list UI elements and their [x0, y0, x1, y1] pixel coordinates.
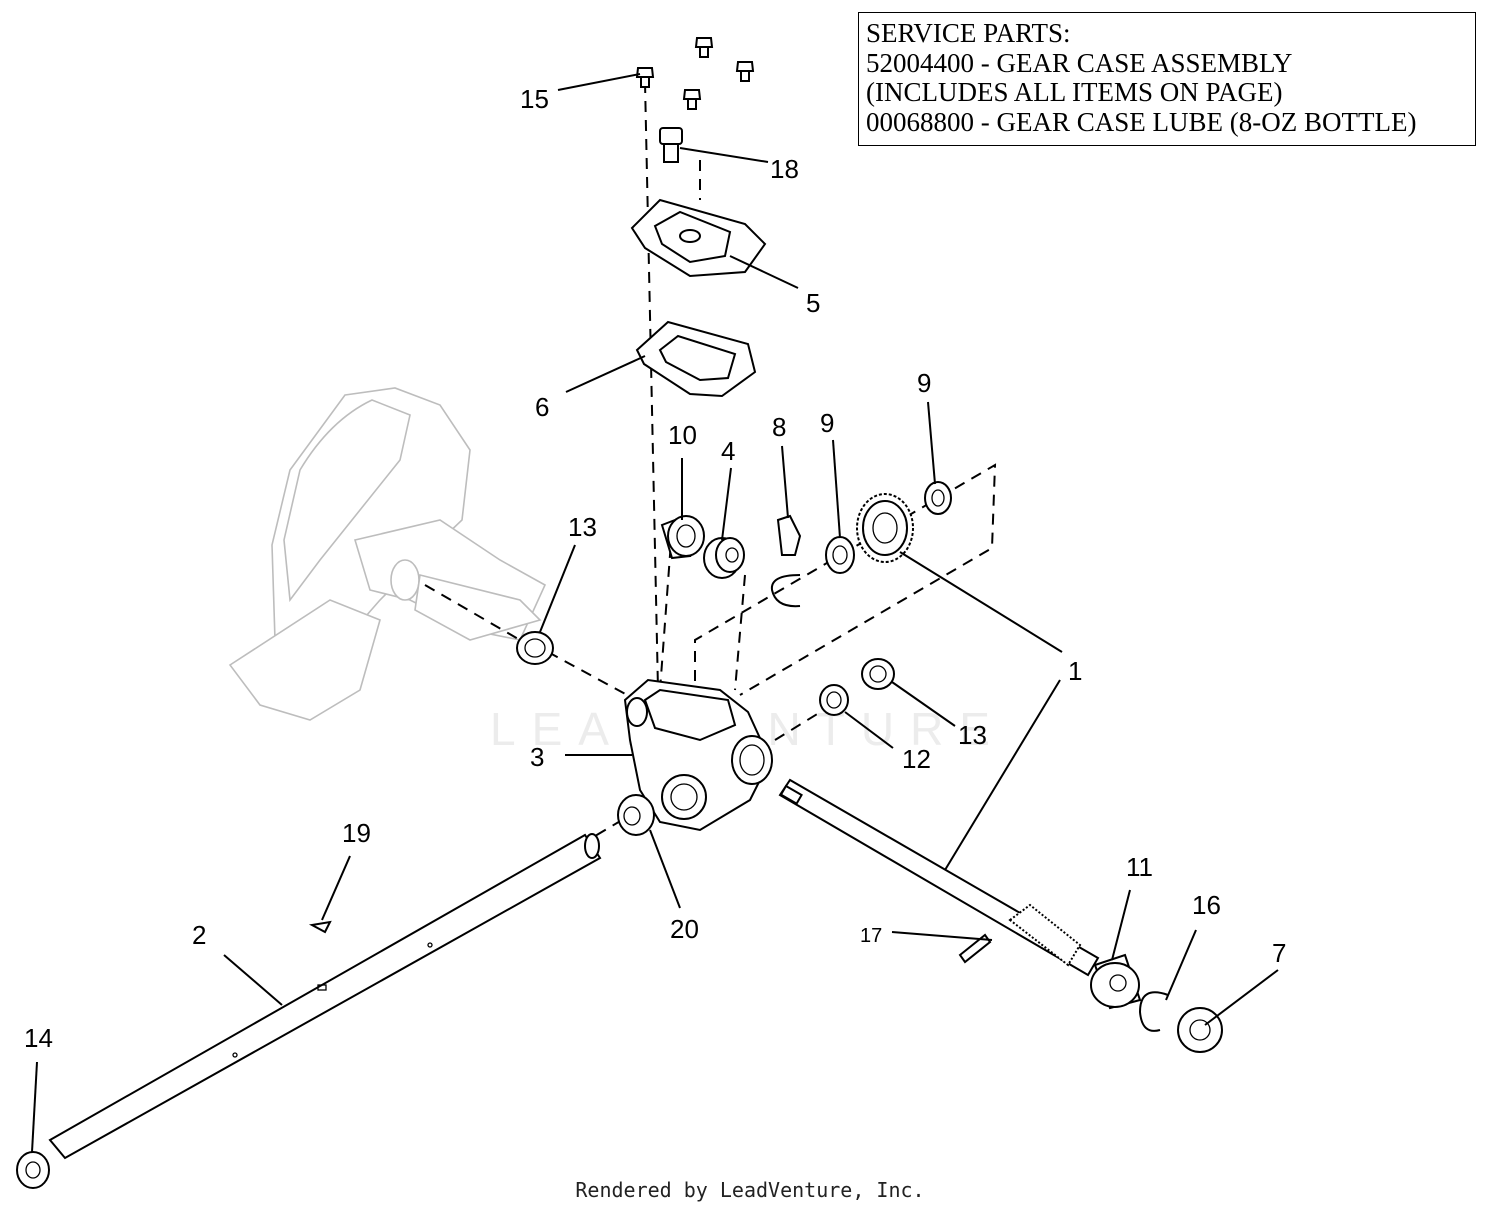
key-19 [308, 920, 332, 934]
callout-label: 5 [806, 288, 820, 318]
gear-case-housing-3 [623, 678, 773, 832]
gear-case-cover-5 [630, 198, 767, 278]
retaining-ring-16 [1138, 991, 1169, 1032]
callout-label: 3 [530, 742, 544, 772]
auger-housing-ghost [228, 387, 547, 721]
gasket-6 [635, 320, 757, 398]
callout-label: 14 [24, 1023, 53, 1053]
service-parts-box: SERVICE PARTS: 52004400 - GEAR CASE ASSE… [858, 12, 1476, 146]
bolt-parts-15 [635, 37, 755, 110]
washer-9 [825, 481, 952, 574]
worm-shaft [778, 778, 1100, 977]
callout-label: 4 [721, 436, 735, 466]
callout-label: 18 [770, 154, 799, 184]
callout-label: 13 [958, 720, 987, 750]
callout-label: 8 [772, 412, 786, 442]
callout-label: 20 [670, 914, 699, 944]
seal-13-right [861, 658, 895, 690]
service-parts-line: 52004400 - GEAR CASE ASSEMBLY [866, 47, 1293, 78]
callout-label: 10 [668, 420, 697, 450]
washer-12 [819, 684, 849, 716]
bearing-20 [617, 794, 655, 836]
worm-gear-1 [856, 493, 914, 563]
callout-leaders [31, 73, 1279, 1153]
service-parts-line: (INCLUDES ALL ITEMS ON PAGE) [866, 77, 1283, 107]
callout-label: 9 [820, 408, 834, 438]
fill-plug-18 [659, 127, 683, 163]
service-parts-line: SERVICE PARTS: [866, 18, 1071, 48]
service-parts-line: 00068800 - GEAR CASE LUBE (8-OZ BOTTLE) [866, 106, 1417, 137]
seal-7 [1177, 1007, 1223, 1053]
bearing-10 [660, 515, 705, 560]
callout-labels: 15 18 5 6 10 4 8 9 9 13 1 3 13 12 19 20 … [24, 84, 1286, 1053]
auger-shaft-2 [48, 833, 602, 1160]
callout-label: 15 [520, 84, 549, 114]
callout-label: 11 [1126, 852, 1153, 882]
callout-label: 9 [917, 368, 931, 398]
pin-17 [958, 933, 992, 964]
callout-label: 13 [568, 512, 597, 542]
footer-credit: Rendered by LeadVenture, Inc. [575, 1178, 925, 1202]
bearing-11 [1090, 953, 1142, 1010]
callout-label: 12 [902, 744, 931, 774]
callout-label: 17 [860, 925, 882, 947]
callout-label: 6 [535, 392, 549, 422]
callout-label: 1 [1068, 656, 1082, 686]
callout-label: 2 [192, 920, 206, 950]
callout-label: 19 [342, 818, 371, 848]
callout-label: 7 [1272, 938, 1286, 968]
bearing-4 [703, 537, 745, 579]
assembly-dashed-lines [424, 81, 997, 846]
seal-13-left [516, 631, 554, 665]
callout-label: 16 [1192, 890, 1221, 920]
